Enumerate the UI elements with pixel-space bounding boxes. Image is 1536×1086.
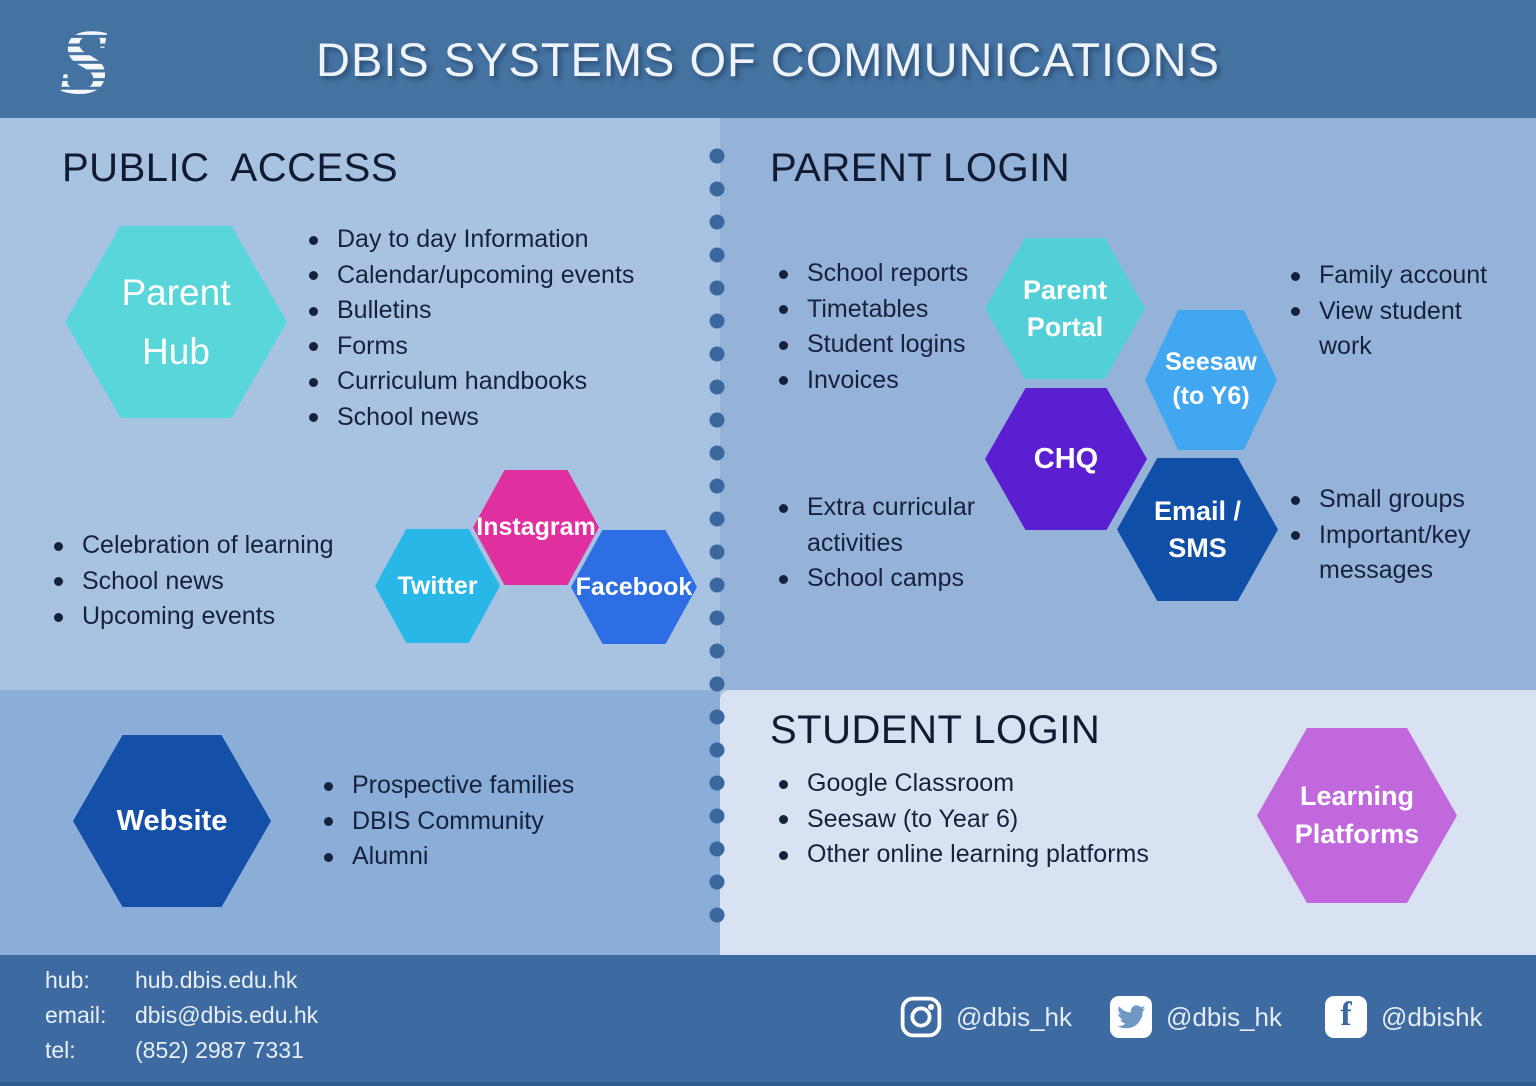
student-login-heading: STUDENT LOGIN	[770, 708, 1101, 752]
list-item: Alumni	[315, 839, 645, 875]
contact-block: hub: hub.dbis.edu.hk email: dbis@dbis.ed…	[45, 963, 318, 1068]
contact-label: hub:	[45, 967, 90, 993]
student-login-list: Google Classroom Seesaw (to Year 6) Othe…	[770, 766, 1200, 873]
message-features-list: Small groups Important/key messages	[1282, 482, 1497, 589]
facebook-handle: @dbishk	[1381, 1001, 1483, 1032]
parent-hub-hexagon: Parent Hub	[65, 226, 287, 418]
list-item: Day to day Information	[300, 222, 680, 258]
svg-text:S: S	[59, 12, 111, 107]
twitter-handle-group: @dbis_hk	[1110, 996, 1282, 1038]
learning-platforms-hexagon: Learning Platforms	[1257, 728, 1457, 903]
list-item: Invoices	[770, 363, 1020, 399]
list-item: Timetables	[770, 292, 1020, 328]
list-item: DBIS Community	[315, 804, 645, 840]
twitter-handle: @dbis_hk	[1166, 1001, 1283, 1032]
website-hexagon: Website	[73, 735, 271, 907]
email-sms-hexagon: Email / SMS	[1117, 458, 1278, 601]
hub-url: hub.dbis.edu.hk	[135, 967, 298, 993]
facebook-handle-group: f @dbishk	[1325, 996, 1483, 1038]
list-item: Extra curricular activities	[770, 490, 1005, 561]
list-item: School news	[300, 400, 680, 436]
contact-label: email:	[45, 1002, 107, 1028]
list-item: Curriculum handbooks	[300, 364, 680, 400]
list-item: School news	[45, 564, 375, 600]
list-item: Seesaw (to Year 6)	[770, 802, 1200, 838]
list-item: Student logins	[770, 327, 1020, 363]
portal-features-list: School reports Timetables Student logins…	[770, 256, 1020, 398]
list-item: Important/key messages	[1282, 518, 1497, 589]
dbis-logo-icon: S	[59, 12, 111, 107]
contact-row: email: dbis@dbis.edu.hk	[45, 998, 318, 1033]
list-item: School reports	[770, 256, 1020, 292]
facebook-hexagon: Facebook	[571, 530, 697, 644]
list-item: Prospective families	[315, 768, 645, 804]
instagram-icon	[900, 996, 942, 1038]
dotted-divider	[703, 140, 731, 930]
parent-hub-list: Day to day Information Calendar/upcoming…	[300, 222, 680, 435]
list-item: Upcoming events	[45, 599, 375, 635]
website-list: Prospective families DBIS Community Alum…	[315, 768, 645, 875]
contact-row: tel: (852) 2987 7331	[45, 1033, 318, 1068]
social-highlights-list: Celebration of learning School news Upco…	[45, 528, 375, 635]
list-item: Calendar/upcoming events	[300, 258, 680, 294]
list-item: Small groups	[1282, 482, 1497, 518]
twitter-icon	[1110, 996, 1152, 1038]
parent-login-panel	[720, 118, 1536, 690]
account-features-list: Family account View student work	[1282, 258, 1497, 365]
list-item: View student work	[1282, 294, 1497, 365]
list-item: Celebration of learning	[45, 528, 375, 564]
list-item: Family account	[1282, 258, 1497, 294]
footer-bar	[0, 955, 1536, 1086]
list-item: Forms	[300, 329, 680, 365]
list-item: School camps	[770, 561, 1005, 597]
contact-row: hub: hub.dbis.edu.hk	[45, 963, 318, 998]
footer-edge-line	[0, 1082, 1536, 1086]
list-item: Google Classroom	[770, 766, 1200, 802]
contact-label: tel:	[45, 1037, 76, 1063]
page-title: DBIS SYSTEMS OF COMMUNICATIONS	[316, 33, 1220, 86]
parent-login-heading: PARENT LOGIN	[770, 146, 1071, 190]
list-item: Bulletins	[300, 293, 680, 329]
facebook-icon: f	[1325, 996, 1367, 1038]
instagram-handle-group: @dbis_hk	[900, 996, 1072, 1038]
activity-features-list: Extra curricular activities School camps	[770, 490, 1005, 597]
seesaw-hexagon: Seesaw (to Y6)	[1145, 310, 1277, 450]
instagram-handle: @dbis_hk	[956, 1001, 1073, 1032]
phone-number: (852) 2987 7331	[135, 1037, 304, 1063]
email-address: dbis@dbis.edu.hk	[135, 1002, 319, 1028]
list-item: Other online learning platforms	[770, 837, 1200, 873]
public-access-heading: PUBLIC ACCESS	[62, 146, 399, 190]
header-bar: S DBIS SYSTEMS OF COMMUNICATIONS	[0, 0, 1536, 118]
twitter-hexagon: Twitter	[375, 529, 500, 643]
